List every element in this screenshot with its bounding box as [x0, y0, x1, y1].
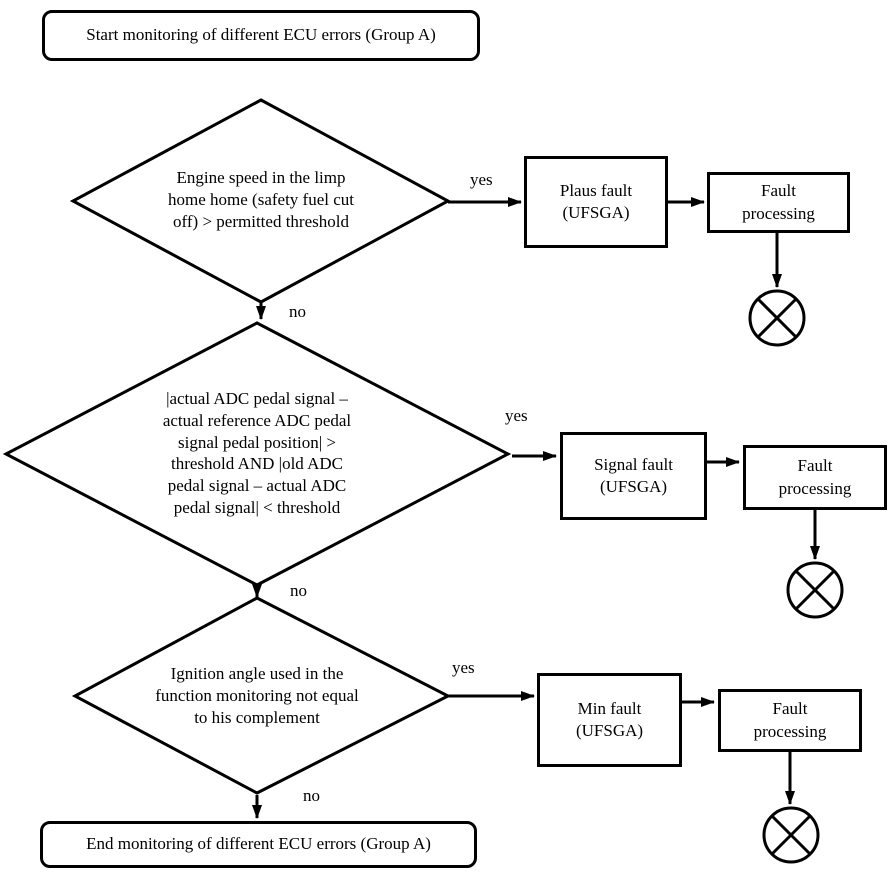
start-node-label: Start monitoring of different ECU errors…	[86, 25, 436, 45]
decision-1-line: home home (safety fuel cut	[168, 189, 354, 209]
fault-processing-box-1: Fault processing	[707, 172, 850, 233]
decision-3-line: function monitoring not equal	[155, 685, 359, 705]
fault-box-1-line: Plaus fault	[559, 180, 633, 200]
no-label-3: no	[303, 786, 320, 805]
terminator-circle-2	[786, 561, 844, 619]
fault-processing-3-line: processing	[753, 721, 827, 741]
terminator-circle-3	[762, 806, 820, 864]
fault-box-2: Signal fault (UFSGA)	[560, 432, 707, 520]
start-node: Start monitoring of different ECU errors…	[42, 10, 480, 61]
decision-2-line: pedal signal – actual ADC	[167, 476, 347, 495]
decision-2-line: threshold AND |old ADC	[171, 454, 343, 474]
fault-box-3-line: (UFSGA)	[575, 721, 644, 740]
fault-processing-1-line: Fault	[761, 181, 796, 201]
fault-box-2-line: Signal fault	[594, 454, 673, 474]
fault-processing-2-line: processing	[778, 478, 852, 498]
decision-3-line: Ignition angle used in the	[170, 664, 344, 683]
no-label-2: no	[290, 581, 307, 600]
fault-processing-3-line: Fault	[772, 699, 808, 719]
yes-label-3: yes	[452, 658, 475, 677]
no-label-1: no	[289, 302, 306, 321]
fault-processing-box-3: Fault processing	[718, 689, 862, 752]
decision-3-label: Ignition angle used in the function moni…	[107, 663, 407, 728]
fault-box-1: Plaus fault (UFSGA)	[524, 156, 668, 248]
end-node-label: End monitoring of different ECU errors (…	[86, 834, 431, 854]
end-node: End monitoring of different ECU errors (…	[40, 821, 477, 868]
yes-label-1: yes	[470, 170, 493, 189]
decision-3-line: to his complement	[194, 707, 320, 727]
fault-processing-2-line: Fault	[797, 456, 833, 476]
fault-box-3-line: Min fault	[577, 698, 642, 718]
decision-1-line: off) > permitted threshold	[173, 211, 349, 231]
decision-1-line: Engine speed in the limp	[176, 168, 346, 187]
fault-processing-box-2: Fault processing	[743, 445, 887, 510]
terminator-circle-1	[748, 289, 806, 347]
decision-2-label: |actual ADC pedal signal – actual refere…	[107, 388, 407, 519]
yes-label-2: yes	[505, 406, 528, 425]
decision-2-line: |actual ADC pedal signal –	[166, 389, 348, 408]
fault-processing-1-line: processing	[742, 203, 815, 223]
fault-box-3: Min fault (UFSGA)	[537, 673, 682, 767]
fault-box-2-line: (UFSGA)	[599, 477, 668, 496]
decision-2-line: actual reference ADC pedal	[162, 410, 352, 430]
decision-2-line: pedal signal| < threshold	[173, 497, 341, 517]
decision-2-line: signal pedal position| >	[178, 432, 336, 452]
decision-1-shape	[69, 98, 452, 304]
decision-1-label: Engine speed in the limp home home (safe…	[111, 167, 411, 232]
fault-box-1-line: (UFSGA)	[562, 203, 630, 222]
decision-3-shape	[71, 596, 452, 795]
